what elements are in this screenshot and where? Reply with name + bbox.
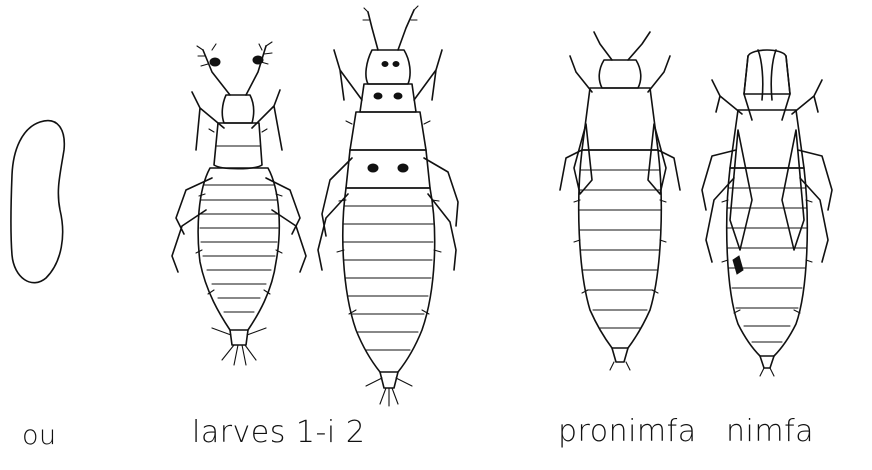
pupa-label: nimfa xyxy=(726,414,814,449)
larvae-label: larves 1-i 2 xyxy=(192,415,365,450)
egg-label: ou xyxy=(22,420,57,451)
larva-1-drawing xyxy=(172,42,306,365)
prepupa-label: pronimfa xyxy=(558,414,697,449)
egg-drawing xyxy=(11,121,64,283)
larva-2-drawing xyxy=(318,6,458,406)
pupa-drawing xyxy=(702,50,832,376)
prepupa-drawing xyxy=(560,32,680,370)
